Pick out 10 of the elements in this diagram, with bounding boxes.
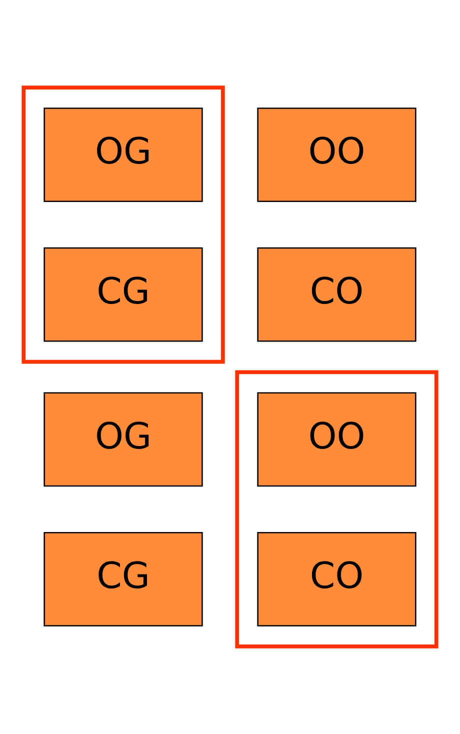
cluster (22, 86, 225, 364)
node-box: CO (257, 247, 416, 342)
node-box: OG (44, 108, 203, 202)
node-box: CO (257, 532, 416, 626)
node-box: OG (44, 392, 203, 487)
node-box: CG (44, 532, 203, 626)
node-box: OO (257, 108, 416, 202)
cluster (235, 370, 438, 648)
node-box: OO (257, 392, 416, 487)
node-box: CG (44, 247, 203, 342)
